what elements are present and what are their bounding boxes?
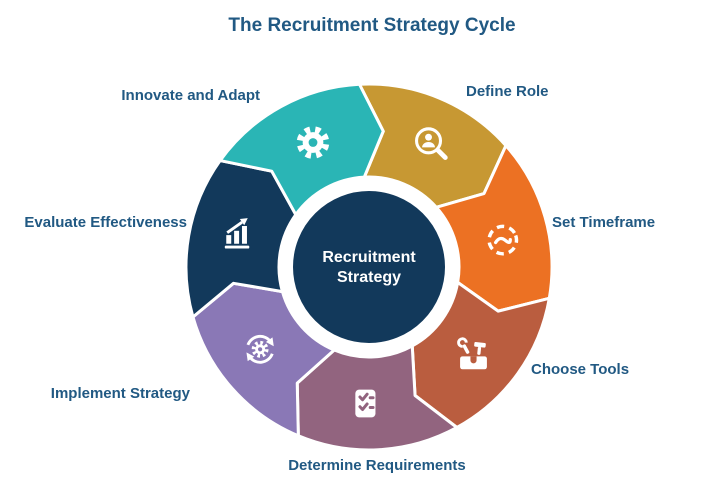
segment-label-choose-tools: Choose Tools bbox=[531, 361, 629, 378]
center-circle bbox=[286, 184, 452, 350]
wheel-segments bbox=[184, 82, 554, 452]
segment-label-implement-strategy: Implement Strategy bbox=[51, 385, 191, 402]
segment-label-evaluate-effectiveness: Evaluate Effectiveness bbox=[24, 214, 187, 231]
page-title: The Recruitment Strategy Cycle bbox=[228, 15, 515, 36]
segment-label-determine-requirements: Determine Requirements bbox=[288, 457, 466, 474]
checklist-icon bbox=[353, 388, 377, 419]
segment-label-define-role: Define Role bbox=[466, 83, 549, 100]
segment-label-set-timeframe: Set Timeframe bbox=[552, 214, 655, 231]
segment-label-innovate-and-adapt: Innovate and Adapt bbox=[121, 87, 260, 104]
